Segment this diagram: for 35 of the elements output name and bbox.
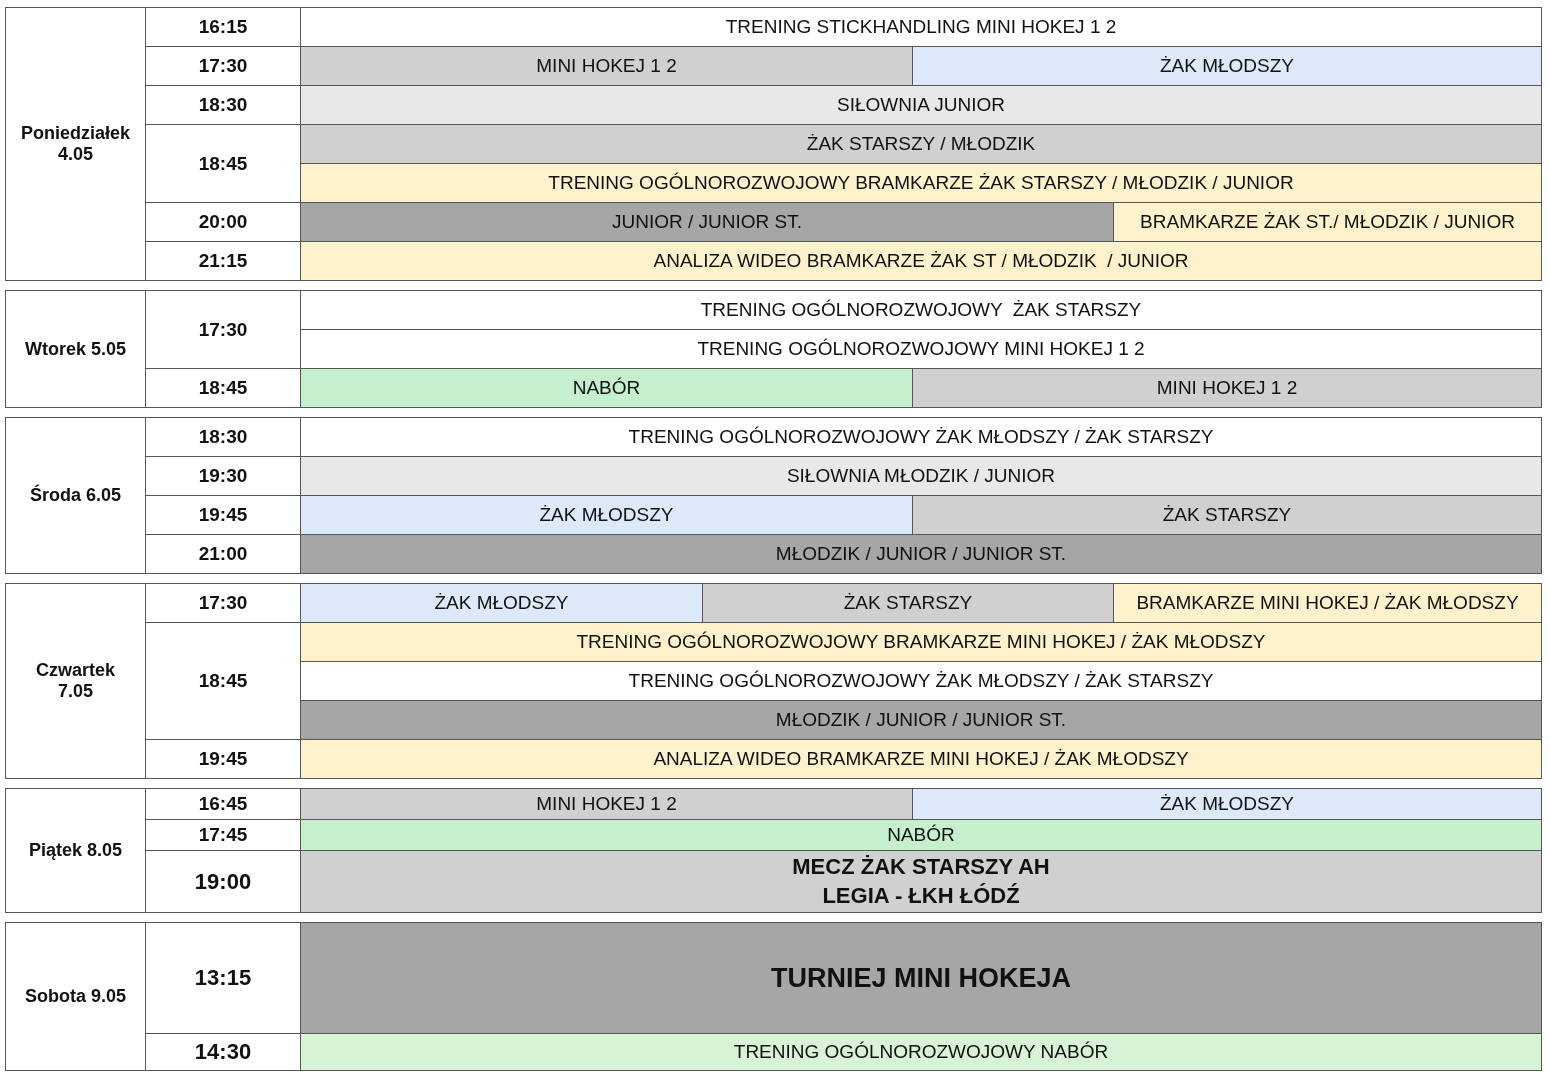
session-entry: ŻAK MŁODSZY xyxy=(912,46,1542,86)
session-entry: BRAMKARZE ŻAK ST./ MŁODZIK / JUNIOR xyxy=(1113,202,1542,242)
session-entry: TRENING OGÓLNOROZWOJOWY ŻAK MŁODSZY / ŻAK STARSZY xyxy=(300,417,1542,457)
session-entry: ŻAK MŁODSZY xyxy=(912,788,1542,820)
session-entry: ANALIZA WIDEO BRAMKARZE ŻAK ST / MŁODZIK / JUNIOR xyxy=(300,241,1542,281)
session-entry: ŻAK STARSZY xyxy=(702,583,1114,623)
session-entry: MINI HOKEJ 1 2 xyxy=(912,368,1542,408)
session-entry: NABÓR xyxy=(300,368,913,408)
session-entry: MINI HOKEJ 1 2 xyxy=(300,788,913,820)
session-entry: SIŁOWNIA JUNIOR xyxy=(300,85,1542,125)
session-entry: TRENING OGÓLNOROZWOJOWY BRAMKARZE MINI HOKEJ / ŻAK MŁODSZY xyxy=(300,622,1542,662)
event-entry: MECZ ŻAK STARSZY AH LEGIA - ŁKH ŁÓDŹ xyxy=(300,850,1542,913)
event-entry: TURNIEJ MINI HOKEJA xyxy=(300,922,1542,1034)
session-entry: MŁODZIK / JUNIOR / JUNIOR ST. xyxy=(300,534,1542,574)
session-entry: SIŁOWNIA MŁODZIK / JUNIOR xyxy=(300,456,1542,496)
session-entry: TRENING OGÓLNOROZWOJOWY ŻAK STARSZY xyxy=(300,290,1542,330)
session-entry: ŻAK STARSZY xyxy=(912,495,1542,535)
session-entry: TRENING STICKHANDLING MINI HOKEJ 1 2 xyxy=(300,7,1542,47)
session-entry: TRENING OGÓLNOROZWOJOWY NABÓR xyxy=(300,1033,1542,1071)
session-entry: MŁODZIK / JUNIOR / JUNIOR ST. xyxy=(300,700,1542,740)
session-entry: BRAMKARZE MINI HOKEJ / ŻAK MŁODSZY xyxy=(1113,583,1542,623)
day-heading: Wtorek 5.05 xyxy=(5,290,146,408)
session-entry: TRENING OGÓLNOROZWOJOWY BRAMKARZE ŻAK STARSZY / MŁODZIK / JUNIOR xyxy=(300,163,1542,203)
day-heading: Czwartek 7.05 xyxy=(5,583,146,779)
day-heading: Sobota 9.05 xyxy=(5,922,146,1071)
session-entry: JUNIOR / JUNIOR ST. xyxy=(300,202,1114,242)
session-entry: ŻAK STARSZY / MŁODZIK xyxy=(300,124,1542,164)
session-entry: ANALIZA WIDEO BRAMKARZE MINI HOKEJ / ŻAK MŁODSZY xyxy=(300,739,1542,779)
day-heading: Środa 6.05 xyxy=(5,417,146,574)
day-heading: Poniedziałek 4.05 xyxy=(5,7,146,281)
session-entry: NABÓR xyxy=(300,819,1542,851)
session-entry: ŻAK MŁODSZY xyxy=(300,583,703,623)
session-entry: ŻAK MŁODSZY xyxy=(300,495,913,535)
day-heading: Piątek 8.05 xyxy=(5,788,146,913)
session-entry: MINI HOKEJ 1 2 xyxy=(300,46,913,86)
